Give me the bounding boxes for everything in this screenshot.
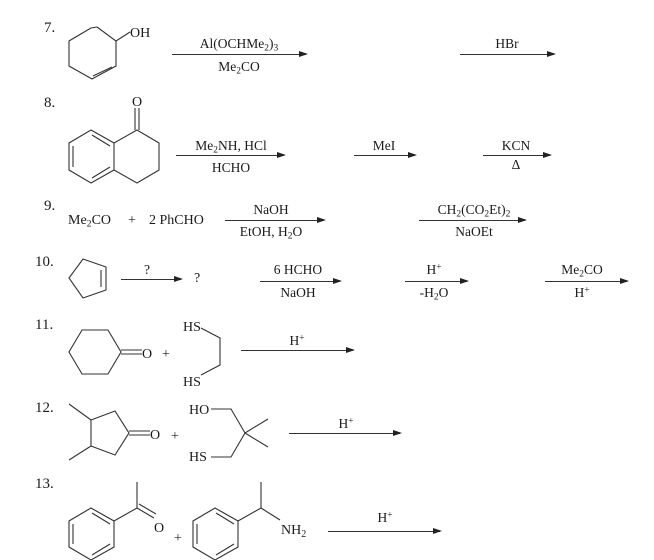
p8-step3-below: Δ [511,157,521,172]
p10-step4-above: Me2CO [561,262,603,280]
p11-step-above: H+ [289,333,305,348]
p7-step1-above: Al(OCHMe2)3 [199,36,279,54]
problem-12-dimethylcyclopentanone-structure: O + [68,403,179,461]
hydroxyl-label: HO [189,403,209,418]
problem-10-number: 10. [35,254,54,270]
p12-step-above: H+ [338,416,354,431]
p11-plus: + [162,347,170,362]
p10-intermediate: ? [194,271,201,286]
problem-7-cyclohexenol-structure: OH [68,26,150,80]
carbonyl-oxygen-label: O [154,521,164,536]
problem-11-cyclohexanone-structure: O + [68,329,170,375]
problem-12-number: 12. [35,400,54,416]
p9-step2-below: NaOEt [455,224,493,239]
p10-step2-arrow [260,278,342,284]
p9-step1-below: EtOH, H2O [239,224,303,242]
problem-10-cyclopentene-structure [68,258,107,299]
thiol-top-label: HS [183,320,201,335]
problem-13-acetophenone-structure: O + [68,482,182,560]
p10-step2-below: NaOH [280,285,316,300]
p10-step2-above: 6 HCHO [273,262,323,277]
p8-step2-arrow [354,152,417,158]
p8-step3-above: KCN [501,138,531,153]
p9-step1-above: NaOH [253,202,289,217]
amine-label: NH2 [281,523,306,540]
p12-step-arrow [289,430,402,436]
p8-step1-below: HCHO [211,160,251,175]
problem-11-number: 11. [35,317,54,333]
problem-8-number: 8. [44,95,56,111]
carbonyl-oxygen-label: O [142,347,152,362]
thiol-label: HS [189,450,207,465]
p10-step3-below: -H2O [419,285,449,303]
p13-phenylethylamine-structure: NH2 [192,482,306,560]
problem-7-number: 7. [44,20,56,36]
p12-mercaptodiol-structure: HO HS [189,403,269,465]
p10-step3-arrow [405,278,469,284]
problem-9-number: 9. [44,198,56,214]
p7-step2-above: HBr [495,36,519,51]
carbonyl-oxygen-label: O [132,95,142,110]
carbonyl-oxygen-label: O [150,428,160,443]
p9-reactant-benzaldehyde: 2 PhCHO [149,213,204,228]
thiol-bottom-label: HS [183,375,201,390]
p13-plus: + [174,531,182,546]
p10-step3-above: H+ [426,262,442,277]
p7-step1-below: Me2CO [218,59,260,77]
hydroxyl-label: OH [130,26,150,41]
p10-step1-arrow [121,276,183,282]
p10-step4-arrow [545,278,629,284]
p9-plus: + [128,213,136,228]
p8-step3-arrow [483,152,552,158]
p10-step4-below: H+ [574,285,590,300]
p7-step1-arrow [172,51,308,57]
problem-8-tetralone-structure: O [68,95,160,184]
p8-step1-above: Me2NH, HCl [195,138,267,156]
p11-ethanedithiol-structure: HS HS [183,320,221,390]
p13-step-arrow [328,528,442,534]
p13-step-above: H+ [377,510,393,525]
p12-plus: + [171,429,179,444]
p11-step-arrow [241,347,355,353]
p9-step2-above: CH2(CO2Et)2 [437,202,511,220]
double-bond [92,66,113,77]
p9-step1-arrow [225,217,326,223]
p7-step2-arrow [460,51,556,57]
p9-reactant-acetone: Me2CO [68,213,112,230]
p9-step2-arrow [419,217,527,223]
p8-step1-arrow [176,152,286,158]
p8-step2-above: MeI [372,138,396,153]
problem-13-number: 13. [35,476,54,492]
p10-step1-above: ? [144,262,150,277]
